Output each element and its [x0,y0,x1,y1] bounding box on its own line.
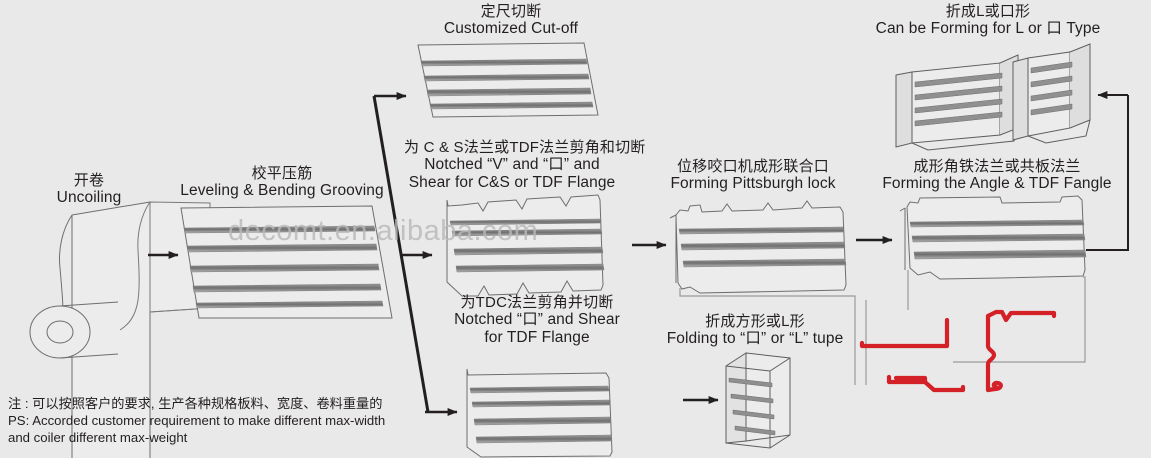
label-can-be-forming-l-or-square: 折成L或口形 Can be Forming for L or 口 Type [858,3,1118,38]
label-leveling-bending-grooving: 校平压筋 Leveling & Bending Grooving [173,165,391,200]
label-forming-pittsburgh-lock: 位移咬口机成形联合口 Forming Pittsburgh lock [655,158,851,193]
label-notchedtdf-en1: Notched “口” and Shear [454,311,620,329]
label-folding-en: Folding to “口” or “L” tupe [666,330,844,348]
label-notchedtdf-cn: 为TDC法兰剪角并切断 [460,294,614,311]
label-formingangle-cn: 成形角铁法兰或共板法兰 [913,158,1081,175]
label-customized-cut-off: 定尺切断 Customized Cut-off [420,3,602,38]
label-folding-square-or-l: 折成方形或L形 Folding to “口” or “L” tupe [655,313,855,348]
folding-box-3d-graphic [725,352,791,449]
feedback-route-right [1086,91,1129,251]
cutoff-sheet-graphic [417,42,599,118]
label-leveling-en: Leveling & Bending Grooving [180,182,384,200]
label-canbeforming-cn: 折成L或口形 [945,3,1031,20]
label-uncoiling: 开卷 Uncoiling [34,172,144,207]
label-notchedtdf-en2: for TDF Flange [484,329,590,347]
gray-routing-lines [679,270,1086,385]
label-leveling-cn: 校平压筋 [251,165,313,182]
label-canbeforming-en: Can be Forming for L or 口 Type [875,20,1101,38]
formed-square-box-graphic [1012,43,1091,144]
label-notchedv-cn: 为 C & S法兰或TDF法兰剪角和切断 [404,139,646,156]
red-profile-tdf-flange [985,309,1057,393]
label-notched-tdf-shear: 为TDC法兰剪角并切断 Notched “口” and Shear for TD… [447,294,627,347]
label-formingangle-en: Forming the Angle & TDF Fangle [882,175,1112,193]
label-cutoff-cn: 定尺切断 [480,3,542,20]
red-profile-l-shape [859,317,950,349]
label-notchedv-en2: Shear for C&S or TDF Flange [408,174,616,192]
formed-l-box-graphic [895,54,1019,151]
footer-note: 注 : 可以按照客户的要求, 生产各种规格板料、宽度、卷料重量的 PS: Acc… [8,396,385,447]
branch-trunk [372,92,458,416]
label-pittsburgh-cn: 位移咬口机成形联合口 [676,158,829,175]
label-pittsburgh-en: Forming Pittsburgh lock [670,175,836,193]
notched-tdf-sheet-graphic [466,368,613,458]
footer-note-line3: and coiler different max-weight [8,429,188,445]
label-uncoiling-cn: 开卷 [73,172,105,189]
label-uncoiling-en: Uncoiling [56,189,122,207]
footer-note-line1: 注 : 可以按照客户的要求, 生产各种规格板料、宽度、卷料重量的 [8,396,383,411]
label-notchedv-en1: Notched “V” and “口” and [424,156,600,174]
label-folding-cn: 折成方形或L形 [705,313,805,330]
label-notched-v-shear: 为 C & S法兰或TDF法兰剪角和切断 Notched “V” and “口”… [404,139,646,192]
notched-v-sheet-graphic [446,194,605,297]
pittsburgh-lock-sheet-graphic [669,200,847,294]
footer-note-line2: PS: Accorded customer requirement to mak… [8,412,386,428]
forming-angle-sheet-graphic [899,195,1087,280]
label-cutoff-en: Customized Cut-off [443,20,579,38]
label-forming-angle-tdf-fangle: 成形角铁法兰或共板法兰 Forming the Angle & TDF Fang… [873,158,1121,193]
watermark-text: decomt.en.alibaba.com [228,215,539,247]
red-profile-pittsburgh-seam [886,374,966,393]
leveling-sheet-graphic [180,205,393,319]
